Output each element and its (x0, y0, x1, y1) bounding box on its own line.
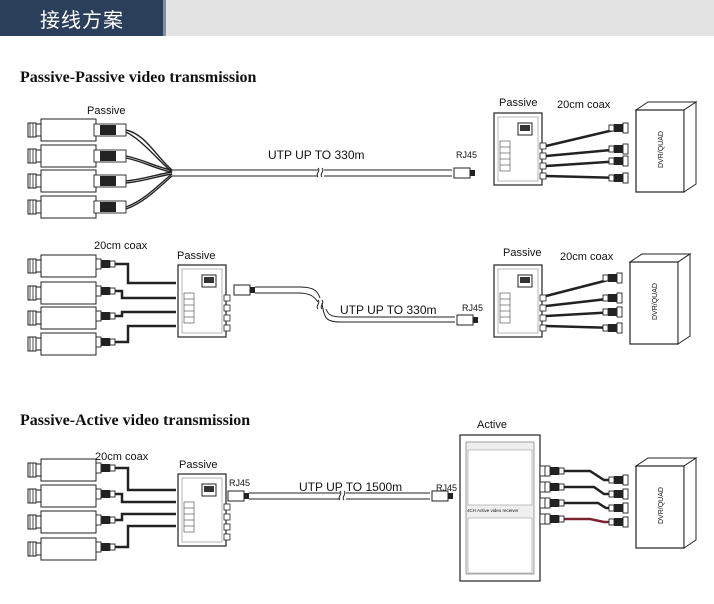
monitor-label: DVR/QUAD (658, 131, 665, 168)
monitor-label: DVR/QUAD (658, 487, 665, 524)
right-device-label: Active (477, 419, 507, 431)
bnc-connector-icon (602, 306, 623, 318)
camera-icon (27, 332, 97, 356)
dvr-quad-icon (635, 101, 697, 193)
bnc-connector-icon (608, 474, 629, 486)
bnc-connector-icon (544, 465, 565, 477)
bnc-connector-icon (602, 322, 623, 334)
right-device-label: Passive (503, 247, 542, 259)
left-device-label: Passive (179, 459, 218, 471)
coax-left-label: 20cm coax (95, 451, 149, 463)
bnc-connector-icon (95, 541, 116, 553)
left-device-label: Passive (177, 250, 216, 262)
bnc-connector-icon (608, 502, 629, 514)
camera-icon (27, 195, 97, 219)
rj45-label: RJ45 (462, 303, 483, 313)
balun-transceiver-icon (493, 112, 547, 186)
bnc-connector-icon (544, 497, 565, 509)
bnc-connector-icon (544, 481, 565, 493)
active-panel-label: 4CH Active video receiver (467, 508, 519, 513)
bnc-connector-icon (608, 516, 629, 528)
bnc-connector-icon (95, 258, 116, 270)
bnc-connector-icon (608, 488, 629, 500)
camera-icon (27, 169, 97, 193)
rj45-left-label: RJ45 (229, 478, 250, 488)
rj45-plug-icon (233, 284, 256, 296)
bnc-connector-icon (95, 462, 116, 474)
dvr-quad-icon (635, 457, 697, 549)
camera-icon (27, 510, 97, 534)
header-tab: 接线方案 (0, 0, 166, 36)
camera-icon (27, 537, 97, 561)
bnc-connector-icon (95, 310, 116, 322)
camera-icon (27, 281, 97, 305)
bnc-connector-icon (608, 143, 629, 155)
camera-icon (27, 254, 97, 278)
camera-icon (27, 306, 97, 330)
rj45-plug-icon (227, 490, 250, 502)
section-2-diagram: 20cm coax Passive UTP UP TO 330m RJ45 Pa… (27, 240, 691, 356)
rj45-right-label: RJ45 (436, 483, 457, 493)
dvr-quad-icon (629, 253, 691, 345)
bnc-connector-icon (95, 285, 116, 297)
cable-length-label: UTP UP TO 1500m (299, 480, 402, 494)
cable-length-label: UTP UP TO 330m (340, 303, 437, 317)
bnc-connector-icon (608, 172, 629, 184)
section-title-passive-active: Passive-Active video transmission (20, 412, 251, 429)
section-title-passive-passive: Passive-Passive video transmission (20, 69, 257, 86)
camera-icon (27, 458, 97, 482)
section-1-diagram: UTP UP TO 330m RJ45 Passive Passive 20cm… (27, 97, 697, 219)
cable-length-label: UTP UP TO 330m (268, 148, 365, 162)
left-device-label: Passive (87, 105, 126, 117)
rj45-plug-icon (453, 167, 476, 179)
rj45-plug-icon (456, 314, 479, 326)
page-title: 接线方案 (40, 8, 124, 32)
coax-right-label: 20cm coax (560, 251, 614, 263)
camera-icon (27, 118, 97, 142)
balun-transceiver-icon (493, 264, 547, 338)
camera-icon (27, 484, 97, 508)
bnc-connector-icon (95, 336, 116, 348)
bnc-connector-icon (608, 155, 629, 167)
coax-label: 20cm coax (557, 99, 611, 111)
coax-left-label: 20cm coax (94, 240, 148, 252)
section-3-diagram: 20cm coax Passive RJ45 UTP UP TO 1500m R… (27, 419, 697, 582)
bnc-connector-icon (602, 292, 623, 304)
bnc-connector-icon (544, 513, 565, 525)
balun-transceiver-icon (177, 473, 231, 547)
bnc-connector-icon (95, 488, 116, 500)
right-device-label: Passive (499, 97, 538, 109)
camera-icon (27, 144, 97, 168)
monitor-label: DVR/QUAD (652, 283, 659, 320)
balun-transceiver-icon (177, 264, 231, 338)
rj45-label: RJ45 (456, 150, 477, 160)
active-receiver-icon (459, 434, 541, 582)
bnc-connector-icon (95, 514, 116, 526)
